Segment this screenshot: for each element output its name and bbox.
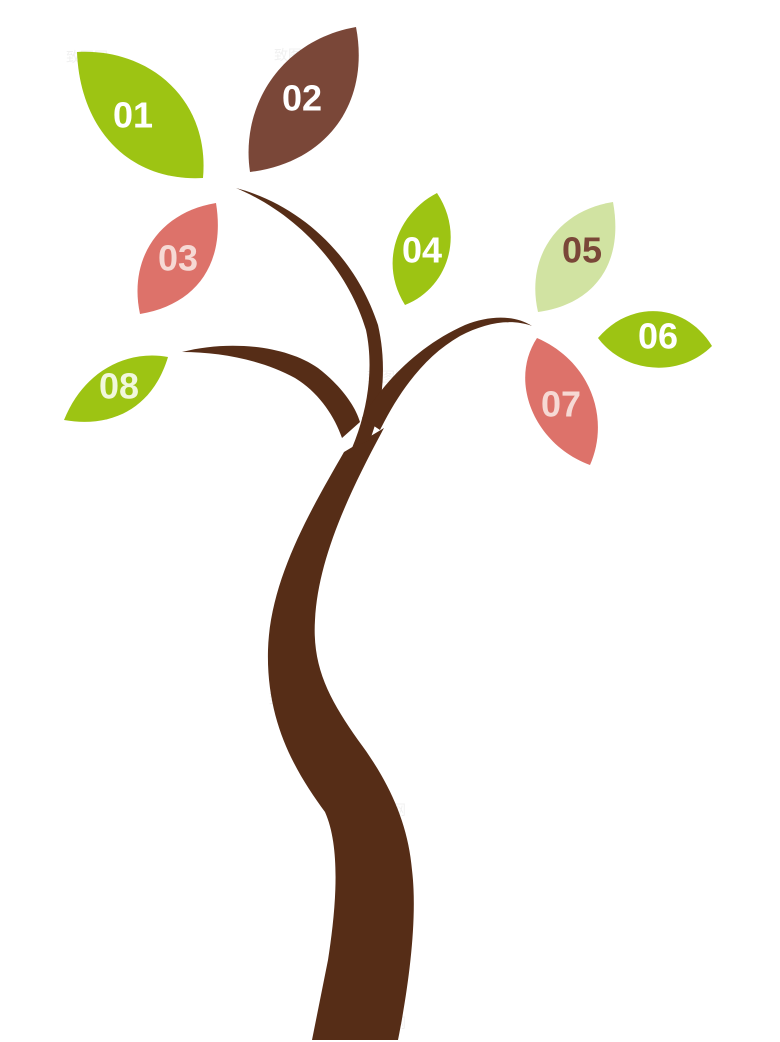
tree-branch-right — [362, 317, 532, 430]
leaf-08-shape — [64, 355, 168, 422]
leaf-06: 06 — [598, 311, 712, 368]
leaf-01: 01 — [77, 51, 204, 179]
leaf-05-shape — [535, 202, 616, 312]
leaf-04: 04 — [392, 193, 451, 305]
tree-trunk-group — [182, 188, 532, 1040]
leaf-01-shape — [77, 51, 204, 179]
leaf-05: 05 — [535, 202, 616, 312]
leaf-03: 03 — [137, 203, 218, 314]
leaf-08: 08 — [64, 355, 168, 422]
leaf-04-shape — [392, 193, 451, 305]
leaves-group: 01 02 03 04 05 06 07 08 — [64, 27, 712, 465]
leaf-05-label: 05 — [562, 230, 602, 271]
leaf-07-shape — [525, 338, 598, 465]
leaf-07: 07 — [525, 338, 598, 465]
leaf-04-label: 04 — [402, 230, 442, 271]
leaf-02: 02 — [248, 27, 359, 172]
tree-branch-left — [182, 345, 360, 438]
tree-trunk — [267, 428, 414, 1040]
leaf-07-label: 07 — [541, 384, 581, 425]
leaf-02-label: 02 — [282, 78, 322, 119]
leaf-03-label: 03 — [158, 238, 198, 279]
leaf-03-shape — [137, 203, 218, 314]
leaf-06-shape — [598, 311, 712, 368]
leaf-08-label: 08 — [99, 366, 139, 407]
tree-branch-center — [236, 188, 383, 448]
leaf-01-label: 01 — [113, 95, 153, 136]
leaf-06-label: 06 — [638, 316, 678, 357]
leaf-02-shape — [248, 27, 359, 172]
